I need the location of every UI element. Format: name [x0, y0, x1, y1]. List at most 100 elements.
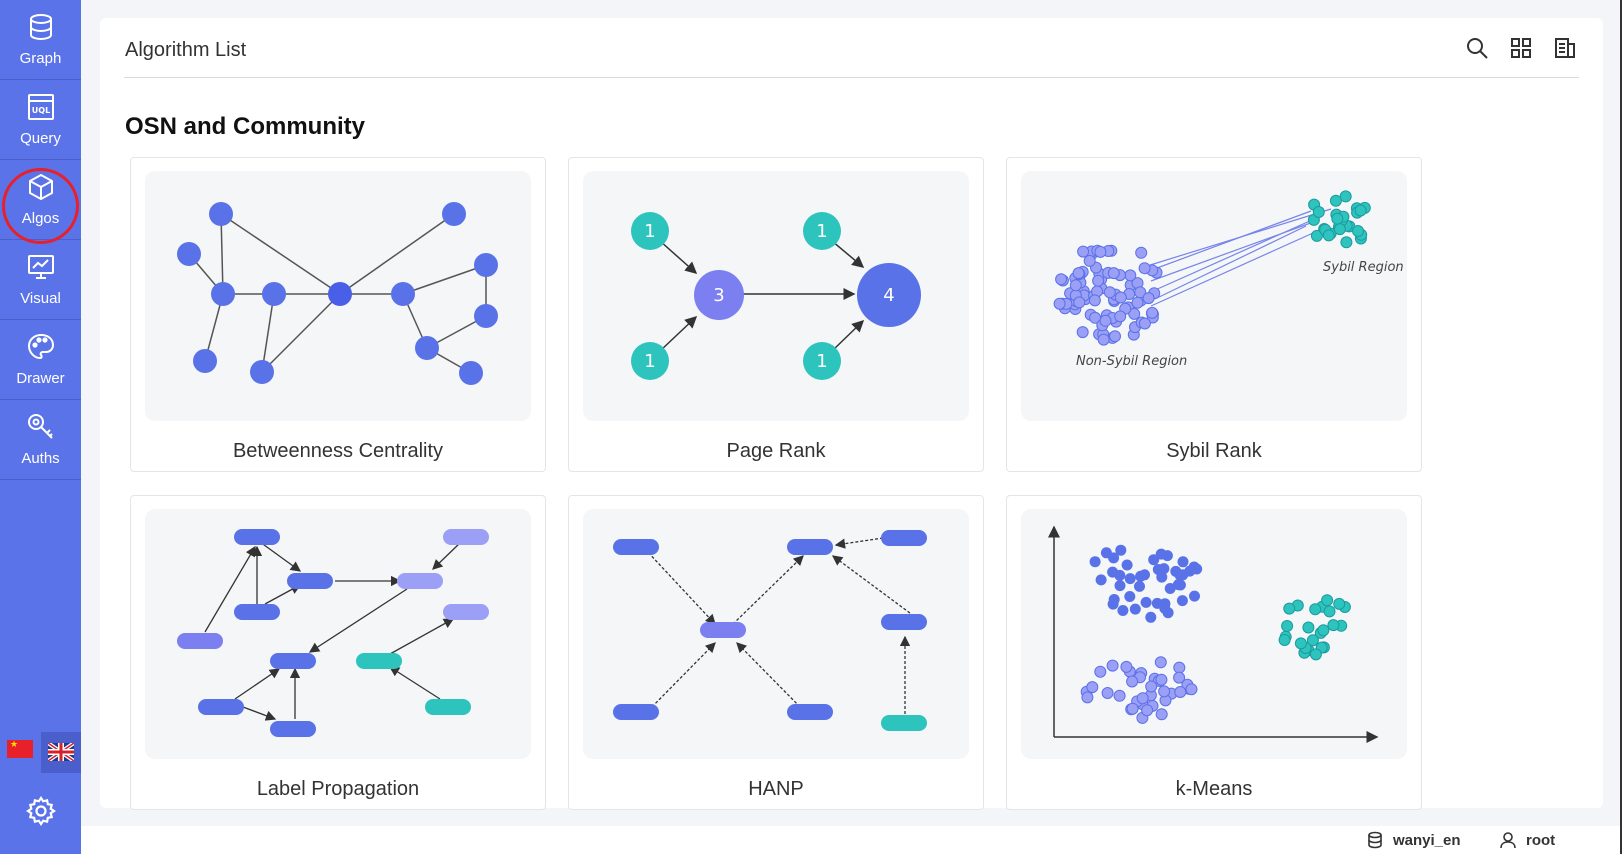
cluster-dot [1145, 611, 1157, 623]
panel-header: Algorithm List [124, 18, 1579, 78]
sidebar-item-drawer[interactable]: Drawer [0, 320, 81, 400]
user-name: root [1526, 832, 1556, 849]
current-user[interactable]: root [1500, 832, 1556, 849]
cluster-dot [1148, 554, 1160, 566]
cluster-dot [1156, 571, 1168, 583]
node-label: 1 [644, 221, 655, 242]
cluster-dot [1340, 236, 1353, 249]
cluster-dot [1131, 296, 1144, 309]
cluster-dot [1177, 556, 1189, 568]
sidebar-item-graph[interactable]: Graph [0, 0, 81, 80]
algo-card-hanp[interactable]: HANP [568, 495, 984, 810]
hanp-illustration [613, 530, 927, 731]
cluster-dot [1083, 254, 1096, 267]
algo-card-page-rank[interactable]: 1 3 1 1 4 1 Page Rank [568, 157, 984, 472]
cluster-dot [1155, 708, 1168, 721]
non-sybil-region-label: Non-Sybil Region [1076, 354, 1187, 369]
cluster-dot [1155, 548, 1167, 560]
grid-icon[interactable] [1509, 36, 1533, 60]
cluster-dot [1101, 687, 1114, 699]
cluster-dot [1124, 591, 1136, 602]
cluster-dot [1086, 681, 1099, 694]
cluster-dot [1076, 326, 1089, 339]
cluster-dot [1294, 637, 1307, 650]
cluster-dot [1327, 619, 1340, 632]
cluster-dot [1121, 559, 1133, 571]
cluster-dot [1333, 597, 1346, 610]
cluster-dot [1155, 673, 1168, 686]
cluster-dot [1317, 624, 1330, 637]
sidebar-item-algos[interactable]: Algos [0, 160, 81, 240]
cluster-dot [1306, 634, 1319, 647]
algo-thumbnail: Sybil Region Non-Sybil Region [1021, 171, 1407, 421]
node-label: 1 [644, 351, 655, 372]
algo-card-betweenness-centrality[interactable]: Betweenness Centrality [130, 157, 546, 472]
sidebar-item-label: Algos [21, 210, 60, 227]
cluster-dot [1124, 269, 1137, 282]
palette-icon [27, 333, 55, 360]
page-title: Algorithm List [125, 39, 247, 61]
algo-card-title: Sybil Rank [1166, 440, 1262, 462]
cluster-dot [1310, 229, 1323, 242]
cluster-dot [1136, 692, 1149, 705]
algo-card-title: k-Means [1175, 778, 1253, 800]
algo-card-title: Label Propagation [256, 778, 420, 800]
sidebar-item-label: Graph [19, 50, 62, 67]
cluster-dot [1115, 544, 1127, 556]
cluster-dot [1339, 190, 1352, 203]
uql-icon: UQL [28, 94, 54, 120]
database-name: wanyi_en [1393, 832, 1461, 849]
cluster-dot [1126, 702, 1139, 715]
window-edge [1620, 0, 1622, 854]
cluster-dot [1109, 330, 1121, 343]
cluster-dot [1138, 317, 1151, 330]
cluster-dot [1158, 685, 1171, 698]
cluster-dot [1094, 245, 1107, 258]
current-database[interactable]: wanyi_en [1368, 831, 1461, 849]
cluster-dot [1107, 267, 1120, 280]
cluster-dot [1151, 597, 1163, 609]
language-en-selected[interactable] [41, 732, 81, 773]
cluster-dot [1094, 665, 1107, 678]
cluster-dot [1134, 580, 1145, 592]
cluster-dot [1089, 556, 1101, 568]
betweenness-graph-illustration [177, 202, 498, 385]
cluster-dot [1120, 660, 1133, 673]
cluster-dot [1309, 603, 1322, 616]
cluster-dot [1097, 333, 1110, 346]
algo-card-label-propagation[interactable]: Label Propagation [130, 495, 546, 810]
language-switcher [0, 732, 81, 773]
algo-card-k-means[interactable]: k-Means [1006, 495, 1422, 810]
cluster-dot [1321, 594, 1334, 607]
sidebar-item-label: Visual [20, 290, 61, 307]
cluster-dot [1128, 307, 1141, 320]
cluster-dot [1053, 297, 1066, 310]
sidebar-item-label: Auths [21, 450, 60, 467]
search-icon[interactable] [1465, 36, 1489, 60]
cluster-dot [1173, 661, 1186, 674]
cluster-dot [1189, 590, 1200, 602]
cluster-dot [1177, 569, 1189, 581]
sidebar-item-query[interactable]: UQL Query [0, 80, 81, 160]
sidebar-item-label: Query [20, 130, 61, 147]
sybil-graph-illustration: Sybil Region Non-Sybil Region [1053, 190, 1404, 369]
cluster-dot [1158, 563, 1170, 575]
cn-flag-icon[interactable] [7, 739, 33, 758]
cluster-dot [1145, 680, 1158, 693]
document-icon[interactable] [1553, 36, 1577, 60]
sidebar-item-visual[interactable]: Visual [0, 240, 81, 320]
node-label: 4 [883, 285, 894, 306]
sidebar: Graph UQL Query Algos Visual Drawer Auth… [0, 0, 81, 854]
algo-thumbnail [145, 171, 531, 421]
sidebar-item-auths[interactable]: Auths [0, 400, 81, 480]
user-icon [1500, 832, 1516, 849]
kmeans-illustration [1048, 525, 1379, 743]
cluster-dot [1283, 602, 1296, 615]
gear-icon[interactable] [25, 795, 57, 827]
cluster-dot [1154, 656, 1167, 669]
cluster-dot [1173, 671, 1186, 684]
uk-flag-icon [48, 743, 74, 761]
cluster-dot [1140, 596, 1152, 608]
algo-card-sybil-rank[interactable]: Sybil Region Non-Sybil Region Sybil Rank [1006, 157, 1422, 472]
cluster-dot [1185, 683, 1198, 696]
